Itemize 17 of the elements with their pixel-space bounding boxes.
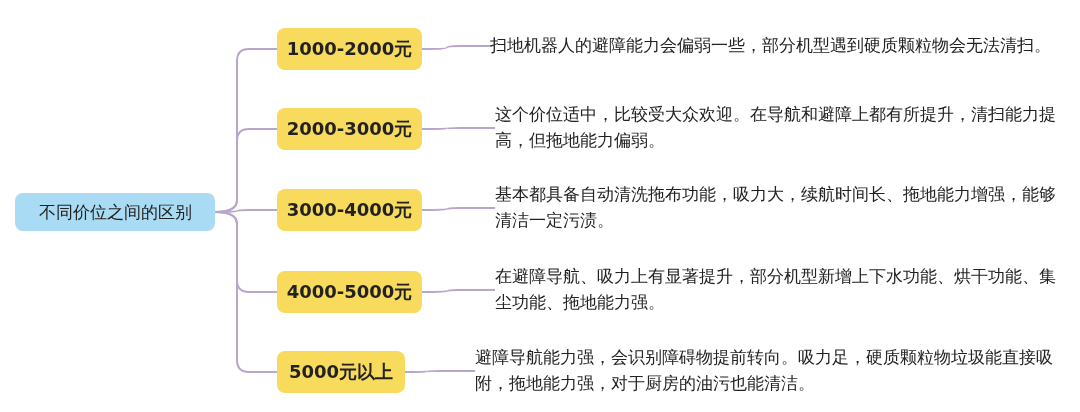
mindmap-root-box: 不同价位之间的区别	[15, 193, 215, 231]
price-tag: 2000-3000元	[277, 108, 422, 150]
price-tag: 3000-4000元	[277, 189, 422, 231]
price-tag: 5000元以上	[277, 351, 405, 393]
brace-connector	[421, 207, 496, 211]
brace-connector	[421, 45, 491, 50]
price-tag: 1000-2000元	[277, 28, 422, 70]
brace-connector	[421, 289, 496, 293]
brace-connector	[404, 370, 476, 373]
description-text: 基本都具备自动清洗拖布功能，吸力大，续航时间长、拖地能力增强，能够清洁一定污渍。	[495, 184, 1057, 232]
description-text: 扫地机器人的避障能力会偏弱一些，部分机型遇到硬质颗粒物会无法清扫。	[490, 35, 1051, 57]
description-text: 避障导航能力强，会识别障碍物提前转向。吸力足，硬质颗粒物垃圾能直接吸附，拖地能力强，对于厨房的油污也能清洁。	[475, 347, 1054, 395]
brace-connector	[421, 127, 496, 130]
brace-connector	[214, 211, 278, 373]
description-text: 这个价位适中，比较受大众欢迎。在导航和避障上都有所提升，清扫能力提高，但拖地能力偏弱。	[495, 104, 1057, 152]
price-tag: 4000-5000元	[277, 271, 422, 313]
description-text: 在避障导航、吸力上有显著提升，部分机型新增上下水功能、烘干功能、集尘功能、拖地能力强。	[495, 266, 1057, 314]
